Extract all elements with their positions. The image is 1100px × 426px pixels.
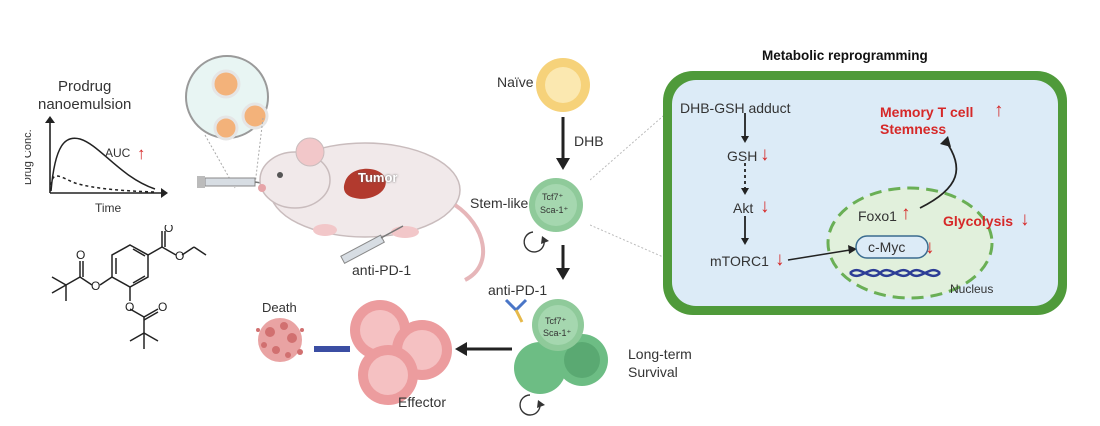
akt-down-arrow: ↓	[760, 196, 770, 217]
pk-ylabel: Drug Conc.	[25, 129, 34, 185]
stem-marker2: Sca-1⁺	[540, 205, 569, 215]
synapse-icon	[314, 346, 350, 352]
svg-text:O: O	[125, 300, 134, 314]
long-term-cell-a	[514, 342, 566, 394]
gsh-label: GSH	[727, 148, 758, 164]
pk-plot: Drug Conc. Time AUC ↑	[25, 116, 168, 215]
memory-up-arrow: ↑	[994, 100, 1004, 121]
prodrug-title-line1: Prodrug	[58, 78, 112, 95]
long-term-label-line2: Survival	[628, 364, 678, 380]
foxo1-label: Foxo1	[858, 208, 897, 224]
auc-up-arrow: ↑	[137, 144, 146, 163]
svg-text:O: O	[164, 225, 173, 235]
svg-text:O: O	[91, 279, 100, 293]
mouse-nose	[258, 184, 266, 192]
tcell-flow	[256, 58, 608, 416]
pk-solid-curve	[50, 137, 156, 192]
svg-text:O: O	[158, 300, 167, 314]
cmyc-down-arrow: ↓	[925, 237, 935, 258]
stem-marker1: Tcf7⁺	[542, 192, 564, 202]
memory-label-line2: Stemness	[880, 121, 947, 137]
long-term-label-line1: Long-term	[628, 346, 692, 362]
cmyc-box	[855, 235, 929, 259]
dead-tumor-cell-icon	[256, 318, 304, 362]
prodrug-structure: O O O O O O	[51, 225, 207, 349]
pk-xlabel: Time	[95, 201, 122, 215]
memory-label-line1: Memory T cell	[880, 104, 974, 120]
nucleus-label: Nucleus	[950, 282, 994, 296]
pk-y-arrowhead	[45, 116, 55, 123]
svg-text:O: O	[76, 248, 85, 262]
dna-icon	[849, 268, 941, 278]
prodrug-title-line2: nanoemulsion	[38, 96, 132, 113]
stem-like-label: Stem-like	[470, 195, 529, 211]
auc-label: AUC	[105, 146, 131, 160]
long-term-marker2: Sca-1⁺	[543, 328, 572, 338]
zoom-lines	[590, 109, 671, 261]
foxo1-up-arrow: ↑	[901, 203, 911, 224]
syringe-anti-pd1-icon	[340, 225, 404, 265]
dhb-label: DHB	[574, 133, 604, 149]
gsh-down-arrow: ↓	[760, 144, 770, 165]
adduct-label: DHB-GSH adduct	[680, 100, 791, 116]
naive-label: Naïve	[497, 74, 534, 90]
akt-label: Akt	[733, 200, 754, 216]
memory-arrow	[919, 139, 958, 209]
metabolic-panel	[663, 71, 1067, 315]
self-renew-arrow-icon	[523, 231, 545, 253]
mtorc1-down-arrow: ↓	[775, 249, 785, 270]
mouse-ear	[295, 137, 325, 167]
pk-x-arrowhead	[161, 188, 168, 198]
nanoemulsion-droplets	[211, 69, 269, 141]
svg-text:O: O	[175, 249, 184, 263]
mouse-eye	[277, 172, 283, 178]
pk-dashed-curve	[50, 175, 156, 193]
mtorc1-label: mTORC1	[710, 253, 769, 269]
tumor-label: Tumor	[358, 170, 398, 185]
mouse-tail	[453, 203, 485, 282]
antibody-icon	[504, 298, 528, 323]
death-label: Death	[262, 300, 297, 315]
anti-pd1-cell-label: anti-PD-1	[488, 282, 548, 298]
mouse-illustration	[185, 55, 485, 282]
panel-title: Metabolic reprogramming	[762, 48, 928, 63]
glycolysis-label: Glycolysis	[943, 213, 1014, 229]
benzene-ring	[111, 244, 149, 288]
effector-label: Effector	[398, 394, 446, 410]
tumor-icon	[343, 168, 386, 199]
cmyc-label: c-Myc	[868, 239, 906, 255]
long-term-marker1: Tcf7⁺	[545, 316, 567, 326]
anti-pd1-mouse-label: anti-PD-1	[352, 262, 412, 278]
glycolysis-down-arrow: ↓	[1020, 209, 1030, 230]
